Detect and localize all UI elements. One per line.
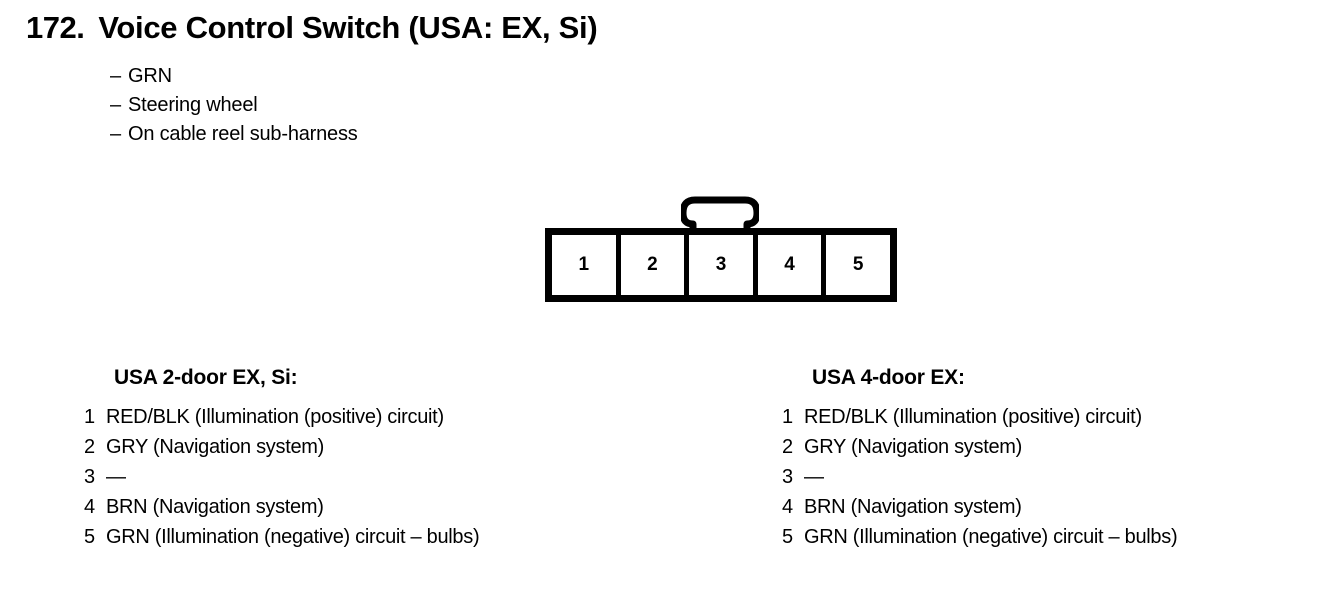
dash-marker: – — [110, 94, 121, 116]
connector-cavity: 4 — [758, 235, 827, 295]
pin-column-heading: USA 4-door EX: — [812, 366, 965, 389]
pin-row: 1 RED/BLK (Illumination (positive) circu… — [782, 402, 1177, 432]
pin-number: 4 — [782, 496, 793, 518]
pin-number: 5 — [84, 526, 95, 548]
connector-cavity: 5 — [852, 254, 864, 275]
connector-body: 1 2 3 4 5 — [545, 228, 897, 302]
page-title: 172. Voice Control Switch (USA: EX, Si) — [26, 10, 598, 46]
spec-item-label: On cable reel sub-harness — [128, 123, 358, 145]
connector-cavity: 3 — [689, 235, 758, 295]
spec-item-label: GRN — [128, 65, 172, 87]
pin-row: 2 GRY (Navigation system) — [84, 432, 479, 462]
pin-number: 4 — [84, 496, 95, 518]
spec-item: –GRN — [110, 62, 358, 91]
pin-row: 4 BRN (Navigation system) — [782, 492, 1177, 522]
section-number: 172. — [26, 10, 85, 45]
pin-description: — — [106, 466, 126, 488]
pin-row: 1 RED/BLK (Illumination (positive) circu… — [84, 402, 479, 432]
pin-description: BRN (Navigation system) — [804, 496, 1022, 518]
pin-description: GRY (Navigation system) — [804, 436, 1022, 458]
connector-cavity: 2 — [621, 235, 690, 295]
pin-row: 3 — — [782, 462, 1177, 492]
connector-latch-icon — [681, 194, 759, 232]
pin-number: 5 — [782, 526, 793, 548]
pin-description: GRN (Illumination (negative) circuit – b… — [804, 526, 1178, 548]
pin-row: 4 BRN (Navigation system) — [84, 492, 479, 522]
pin-description: — — [804, 466, 824, 488]
pin-number: 1 — [782, 406, 793, 428]
pin-number: 3 — [84, 466, 95, 488]
pin-description: GRY (Navigation system) — [106, 436, 324, 458]
pin-description: RED/BLK (Illumination (positive) circuit… — [804, 406, 1142, 428]
pin-description: BRN (Navigation system) — [106, 496, 324, 518]
connector-diagram: 1 2 3 4 5 — [545, 194, 897, 306]
pin-number: 1 — [84, 406, 95, 428]
pin-column-4-door: USA 4-door EX: 1 RED/BLK (Illumination (… — [782, 366, 1178, 552]
pin-description: GRN (Illumination (negative) circuit – b… — [106, 526, 480, 548]
pin-number: 2 — [84, 436, 95, 458]
pin-row: 5 GRN (Illumination (negative) circuit –… — [84, 522, 480, 552]
connector-cavity: 1 — [552, 235, 621, 295]
section-title: Voice Control Switch (USA: EX, Si) — [98, 10, 598, 45]
spec-item: –On cable reel sub-harness — [110, 120, 358, 149]
pin-column-heading: USA 2-door EX, Si: — [114, 366, 298, 389]
pin-row: 5 GRN (Illumination (negative) circuit –… — [782, 522, 1178, 552]
pin-number: 3 — [782, 466, 793, 488]
pin-column-2-door: USA 2-door EX, Si: 1 RED/BLK (Illuminati… — [84, 366, 480, 552]
pin-description: RED/BLK (Illumination (positive) circuit… — [106, 406, 444, 428]
pin-row: 3 — — [84, 462, 479, 492]
spec-list: –GRN –Steering wheel –On cable reel sub-… — [110, 62, 358, 149]
spec-item-label: Steering wheel — [128, 94, 258, 116]
spec-item: –Steering wheel — [110, 91, 358, 120]
dash-marker: – — [110, 123, 121, 145]
pin-row: 2 GRY (Navigation system) — [782, 432, 1177, 462]
pin-number: 2 — [782, 436, 793, 458]
dash-marker: – — [110, 65, 121, 87]
